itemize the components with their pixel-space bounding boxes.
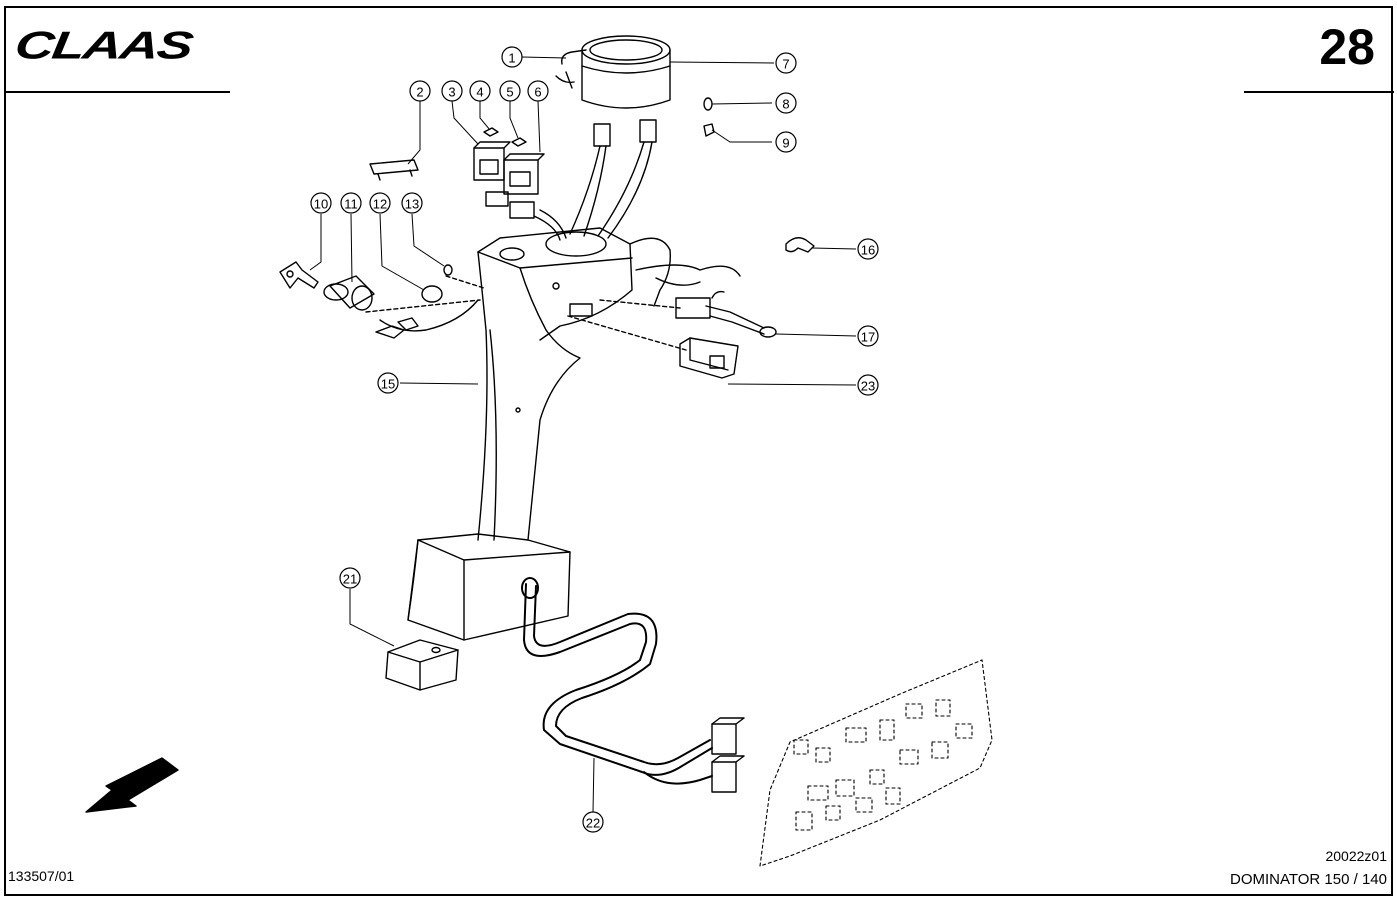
plug-part (443, 264, 453, 276)
callout-circle-2 (409, 80, 431, 102)
harness-connectors (711, 717, 745, 793)
callout-markers (310, 46, 879, 833)
callout-label-3: 3 (448, 85, 455, 100)
printed-circuit-board (759, 659, 993, 867)
callout-label-5: 5 (506, 85, 513, 100)
callout-circle-12 (369, 192, 391, 214)
callout-label-15: 15 (381, 377, 395, 392)
drawing-number: 20022z01 (1325, 848, 1387, 864)
callout-circle-6 (527, 80, 549, 102)
callout-label-1: 1 (508, 51, 515, 66)
callout-circle-21 (339, 567, 361, 589)
callout-circle-3 (441, 80, 463, 102)
callout-circle-22 (582, 811, 604, 833)
callout-leaders (309, 56, 857, 813)
callout-circle-23 (857, 374, 879, 396)
sender-units (533, 119, 657, 241)
cable-clamp (785, 237, 815, 253)
callout-circle-9 (775, 131, 797, 153)
callout-circle-5 (499, 80, 521, 102)
cable-harness (521, 577, 713, 785)
ignition-switch (323, 275, 375, 311)
harness-branch (629, 237, 671, 307)
callout-circle-4 (469, 80, 491, 102)
bracket-plate (369, 159, 419, 181)
assembly-lines (365, 275, 687, 351)
callout-label-17: 17 (861, 330, 875, 345)
callout-label-4: 4 (476, 85, 483, 100)
header-rule-right (1244, 91, 1394, 93)
callout-label-22: 22 (586, 816, 600, 831)
callout-circle-1 (501, 46, 523, 68)
cover-cap (421, 285, 443, 303)
header-rule-left (6, 91, 230, 93)
callout-circle-13 (401, 192, 423, 214)
steering-column-housing (407, 227, 633, 641)
callout-label-12: 12 (373, 197, 387, 212)
callout-label-2: 2 (416, 85, 423, 100)
callout-label-7: 7 (782, 57, 789, 72)
indicator-switch (675, 290, 777, 338)
callout-label-11: 11 (344, 197, 358, 212)
hazard-switch (679, 337, 739, 379)
instrument-gauge (555, 35, 671, 109)
callout-circle-16 (857, 238, 879, 260)
document-number: 133507/01 (8, 868, 75, 884)
nut-part (703, 123, 715, 137)
callout-circle-15 (377, 372, 399, 394)
front-direction-arrow-icon (85, 757, 179, 813)
page-number: 28 (1319, 19, 1375, 75)
callout-label-10: 10 (314, 197, 328, 212)
callout-circle-8 (775, 92, 797, 114)
rocker-switches (473, 127, 545, 219)
model-name: DOMINATOR 150 / 140 (1229, 871, 1387, 888)
callout-label-16: 16 (861, 243, 875, 258)
callout-circle-10 (310, 192, 332, 214)
callout-label-6: 6 (534, 85, 541, 100)
callout-label-13: 13 (405, 197, 419, 212)
bulb-part (703, 97, 713, 111)
callout-circle-7 (775, 52, 797, 74)
callout-circle-11 (340, 192, 362, 214)
ignition-key (279, 261, 319, 289)
callout-label-23: 23 (861, 379, 875, 394)
callout-label-9: 9 (782, 136, 789, 151)
page-frame (4, 6, 1393, 896)
callout-label-21: 21 (343, 572, 357, 587)
callout-circle-17 (857, 325, 879, 347)
callout-label-8: 8 (782, 97, 789, 112)
relay-box (385, 639, 459, 691)
